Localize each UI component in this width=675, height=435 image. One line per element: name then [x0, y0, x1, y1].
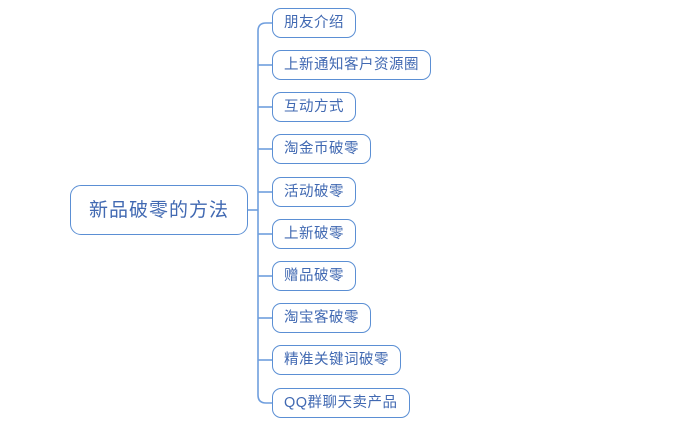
child-node-3[interactable]: 互动方式: [272, 92, 356, 122]
child-node-10[interactable]: QQ群聊天卖产品: [272, 388, 410, 418]
child-node-2[interactable]: 上新通知客户资源圈: [272, 50, 431, 80]
child-node-label: 赠品破零: [284, 267, 344, 284]
child-node-label: 上新破零: [284, 225, 344, 242]
child-node-1[interactable]: 朋友介绍: [272, 8, 356, 38]
child-node-6[interactable]: 上新破零: [272, 219, 356, 249]
child-node-label: 朋友介绍: [284, 14, 344, 31]
child-node-label: 活动破零: [284, 183, 344, 200]
connector-branch-10: [257, 394, 272, 404]
child-node-5[interactable]: 活动破零: [272, 177, 356, 207]
child-node-9[interactable]: 精准关键词破零: [272, 345, 401, 375]
child-node-label: 互动方式: [284, 98, 344, 115]
child-node-8[interactable]: 淘宝客破零: [272, 303, 371, 333]
child-node-7[interactable]: 赠品破零: [272, 261, 356, 291]
child-node-label: 淘金币破零: [284, 140, 359, 157]
child-node-label: 精准关键词破零: [284, 351, 389, 368]
child-node-label: QQ群聊天卖产品: [284, 394, 398, 411]
child-node-4[interactable]: 淘金币破零: [272, 134, 371, 164]
child-node-label: 上新通知客户资源圈: [284, 56, 419, 73]
connector-branch-1: [257, 22, 272, 32]
child-node-label: 淘宝客破零: [284, 309, 359, 326]
root-node-label: 新品破零的方法: [88, 199, 229, 221]
root-node[interactable]: 新品破零的方法: [70, 185, 248, 235]
